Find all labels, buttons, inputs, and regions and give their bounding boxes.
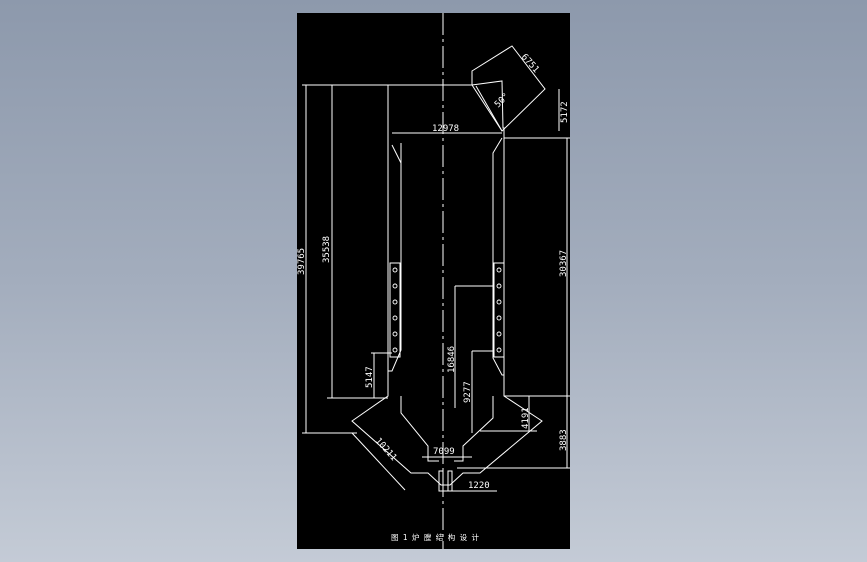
throat-right	[447, 470, 453, 492]
dim-lower-right-step: 4191	[521, 407, 531, 429]
dim-top-width: 12978	[432, 124, 459, 134]
right-burner-strip	[493, 262, 505, 358]
dim-line-10211	[351, 432, 406, 491]
furnace-outline	[351, 80, 543, 486]
nose-diagonal	[475, 85, 503, 132]
figure-caption: 图 1 炉 膛 结 构 设 计	[391, 532, 480, 542]
dim-nose-length: 6751	[519, 52, 541, 75]
throat-left	[438, 470, 444, 492]
burner-ports	[392, 267, 502, 353]
dim-upper-height-right: 30367	[559, 250, 569, 277]
furnace-nose	[471, 45, 546, 132]
dim-inner-height-b: 9277	[463, 381, 473, 403]
dim-nose-height: 5172	[560, 101, 570, 123]
hopper-right-inner	[454, 396, 494, 462]
left-inner-wall	[388, 144, 402, 372]
dim-total-height: 39765	[297, 248, 307, 275]
dim-hopper-width: 7099	[433, 447, 455, 457]
dim-bottom-height: 3883	[559, 429, 569, 451]
dim-nose-angle: 50°	[493, 92, 512, 111]
cad-drawing-sheet: 12978 39765 35538 5147 30367 5172 16846 …	[297, 13, 570, 549]
dim-lower-left-step: 5147	[365, 366, 375, 388]
hopper-left-inner	[400, 396, 439, 462]
dim-inner-height-a: 16846	[447, 346, 457, 373]
dim-upper-height-left: 35538	[322, 236, 332, 263]
furnace-drawing: 12978 39765 35538 5147 30367 5172 16846 …	[297, 13, 570, 549]
right-inner-wall	[492, 137, 504, 376]
dim-throat-width: 1220	[468, 481, 490, 491]
left-burner-strip	[389, 262, 401, 358]
